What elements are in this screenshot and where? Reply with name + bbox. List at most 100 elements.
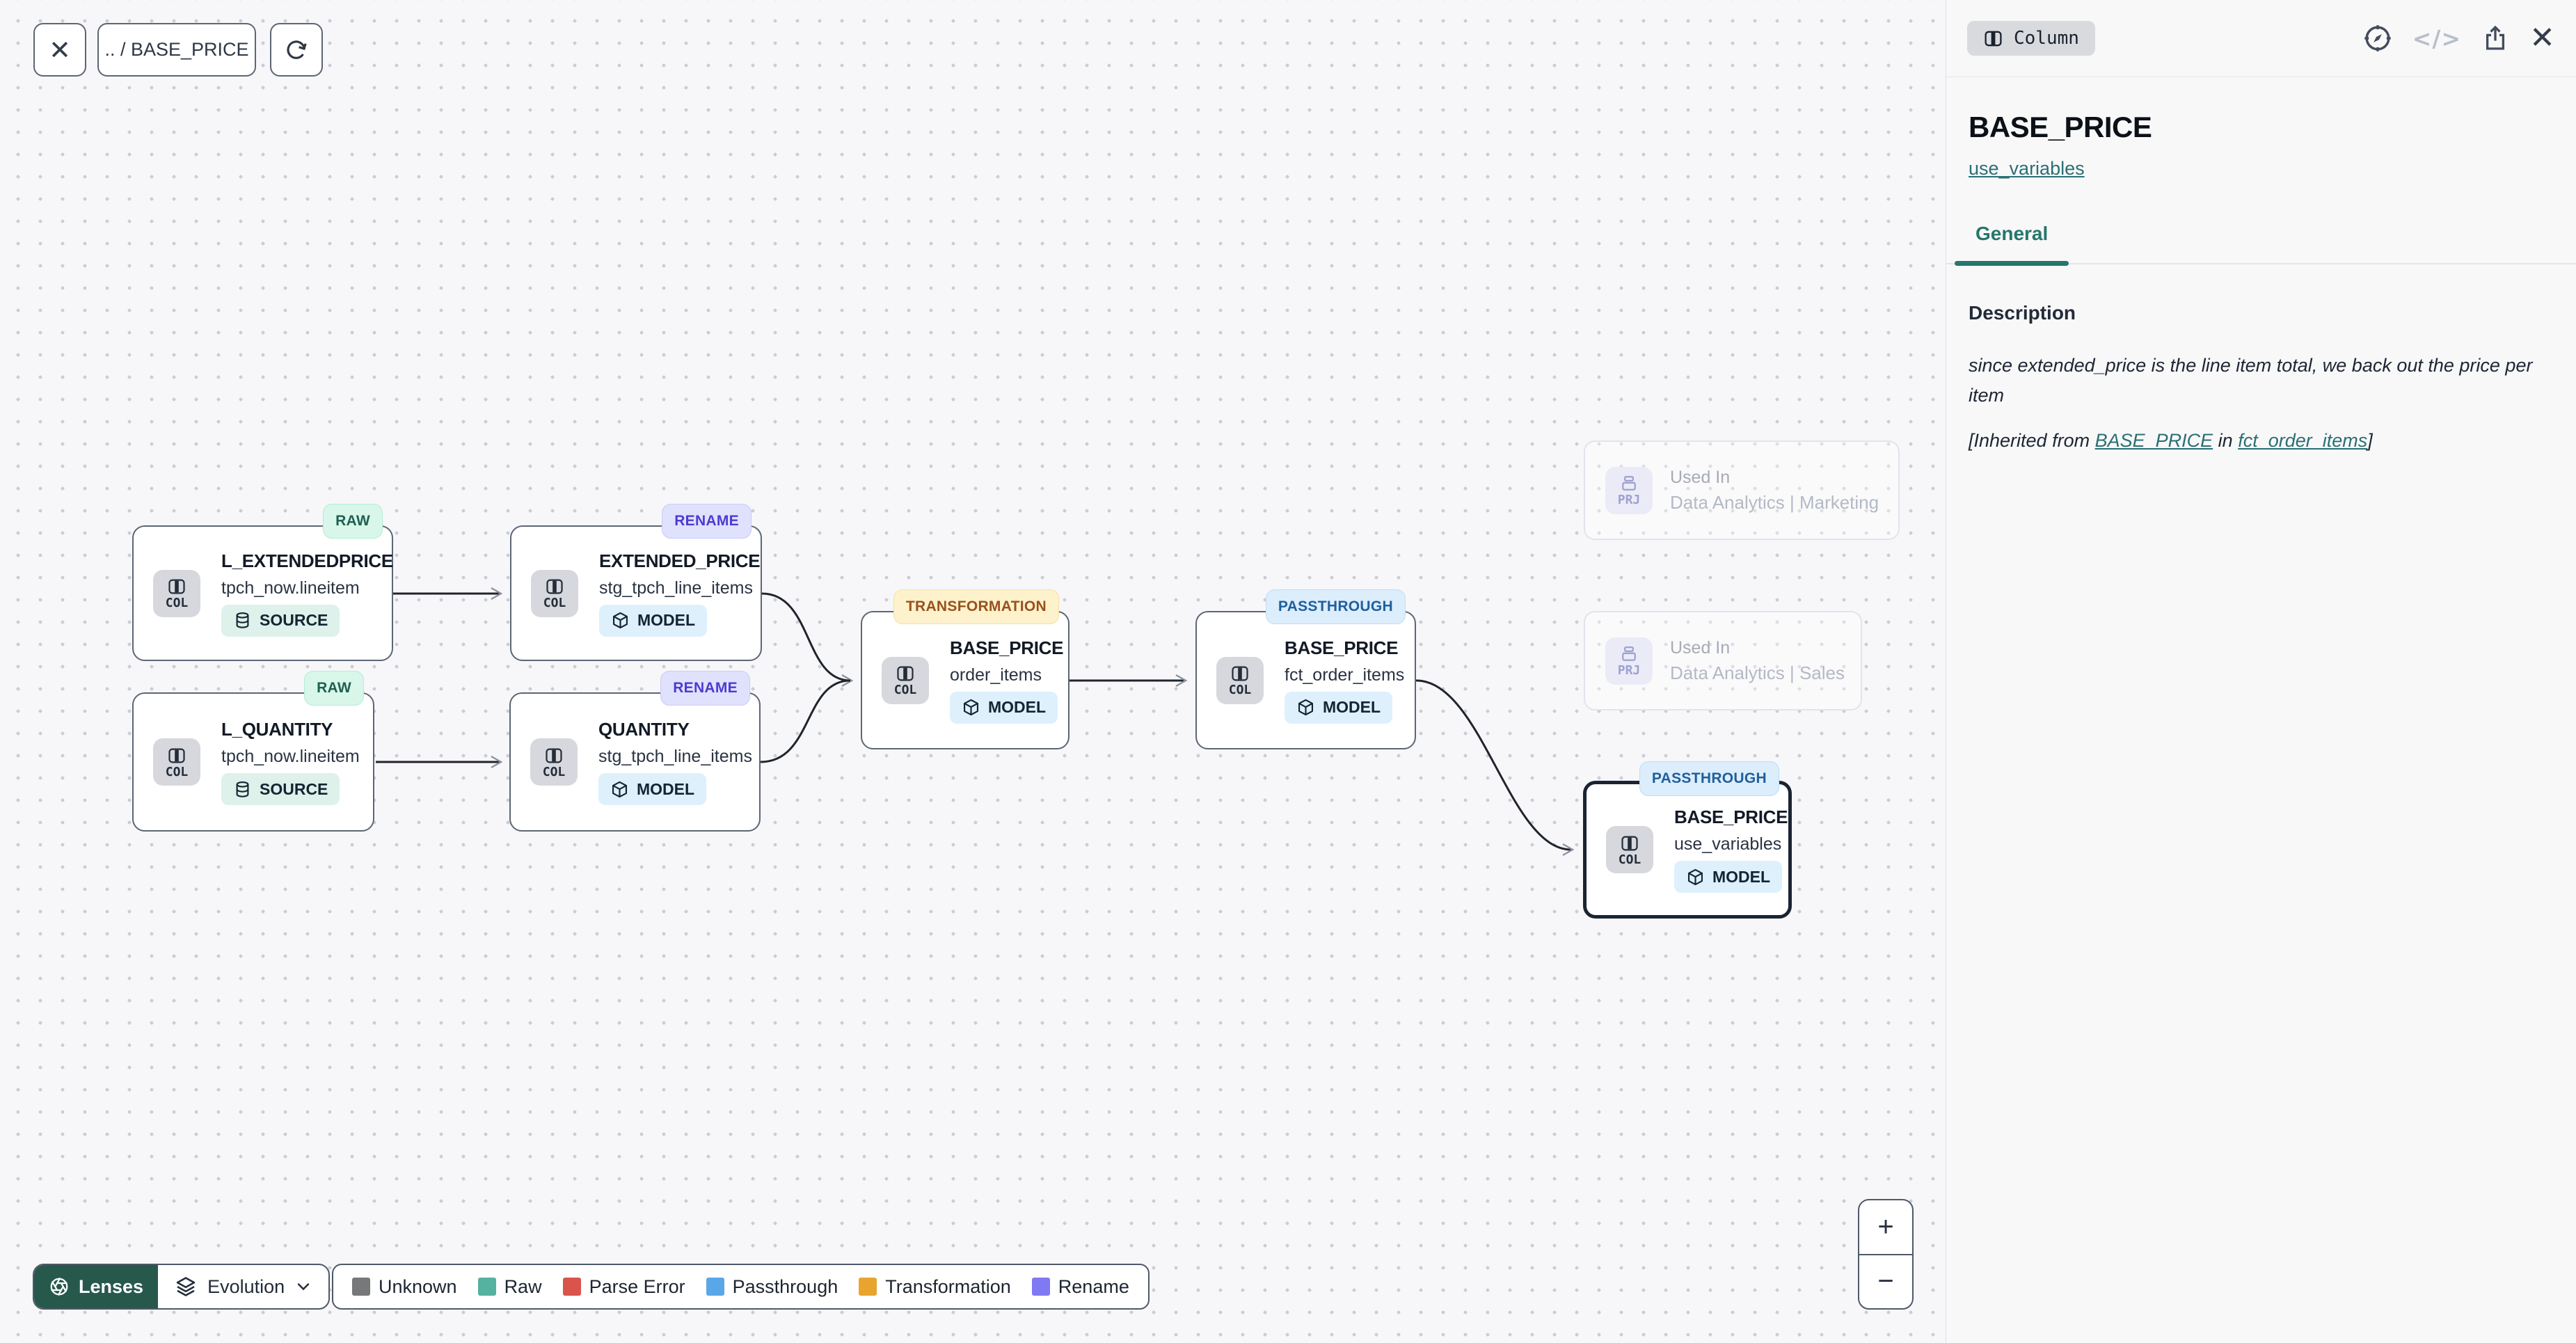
lineage-node-base-price-use-variables[interactable]: PASSTHROUGH COL BASE_PRICE use_variables… <box>1583 781 1792 919</box>
lineage-edge <box>762 594 850 681</box>
legend-item: Raw <box>478 1276 542 1298</box>
lineage-node-quantity[interactable]: RENAME COL QUANTITY stg_tpch_line_items … <box>509 692 761 832</box>
close-icon: ✕ <box>2529 23 2555 54</box>
chevron-down-icon <box>295 1278 312 1295</box>
node-title: QUANTITY <box>598 719 689 740</box>
lineage-node-base-price-order-items[interactable]: TRANSFORMATION COL BASE_PRICE order_item… <box>861 611 1070 749</box>
lineage-node-extended-price[interactable]: RENAME COL EXTENDED_PRICE stg_tpch_line_… <box>510 525 762 661</box>
close-lineage-button[interactable]: ✕ <box>33 23 86 77</box>
lineage-canvas[interactable]: ✕ .. / BASE_PRICE RAW COL L_EXTENDEDPRIC… <box>0 0 1946 1343</box>
project-icon <box>1619 644 1639 664</box>
node-subtitle: order_items <box>950 665 1042 685</box>
zoom-controls: + − <box>1858 1199 1914 1310</box>
code-icon: </> <box>2412 25 2461 52</box>
project-icon <box>1619 474 1639 493</box>
details-panel: Column </> ✕ BASE_PRICE use_variables Ge… <box>1946 0 2576 1343</box>
column-icon <box>167 577 186 596</box>
node-title: L_EXTENDEDPRICE <box>221 550 393 572</box>
database-icon <box>233 611 252 630</box>
legend-item: Transformation <box>859 1276 1011 1298</box>
used-in-node-sales[interactable]: PRJ Used In Data Analytics | Sales <box>1584 611 1862 710</box>
lineage-node-base-price-fct-order-items[interactable]: PASSTHROUGH COL BASE_PRICE fct_order_ite… <box>1195 611 1416 749</box>
node-type-badge: MODEL <box>1674 861 1782 893</box>
column-icon <box>167 746 186 765</box>
column-icon <box>1620 834 1639 853</box>
tab-general[interactable]: General <box>1955 223 2069 263</box>
column-kind-chip: COL <box>531 570 578 617</box>
node-title: BASE_PRICE <box>950 637 1063 659</box>
project-kind-chip: PRJ <box>1605 467 1653 514</box>
column-kind-chip: COL <box>153 570 200 617</box>
legend-swatch <box>706 1278 724 1296</box>
node-type-badge: MODEL <box>599 605 707 637</box>
column-icon <box>545 577 564 596</box>
inherited-model-link[interactable]: fct_order_items <box>2238 430 2367 451</box>
inherited-column-link[interactable]: BASE_PRICE <box>2095 430 2213 451</box>
legend-item: Passthrough <box>706 1276 838 1298</box>
lens-selected-label: Evolution <box>207 1276 285 1298</box>
node-title: BASE_PRICE <box>1285 637 1398 659</box>
aperture-icon <box>49 1276 70 1297</box>
project-kind-chip: PRJ <box>1605 637 1653 685</box>
panel-header: Column </> ✕ <box>1946 0 2576 77</box>
lens-select[interactable]: Evolution <box>158 1265 328 1308</box>
breadcrumb[interactable]: .. / BASE_PRICE <box>97 23 256 77</box>
lineage-node-l-quantity[interactable]: RAW COL L_QUANTITY tpch_now.lineitem SOU… <box>132 692 374 832</box>
package-icon <box>1686 868 1705 887</box>
used-in-label: Used In <box>1670 468 1879 488</box>
share-button[interactable] <box>2481 24 2510 53</box>
minus-icon: − <box>1877 1266 1893 1297</box>
status-badge: RAW <box>323 504 383 539</box>
node-type-badge: MODEL <box>1285 692 1392 724</box>
package-icon <box>611 611 630 630</box>
node-subtitle: stg_tpch_line_items <box>599 578 753 598</box>
package-icon <box>962 698 980 717</box>
status-badge: RAW <box>304 671 364 706</box>
used-in-node-marketing[interactable]: PRJ Used In Data Analytics | Marketing <box>1584 440 1900 540</box>
refresh-button[interactable] <box>270 23 323 77</box>
package-icon <box>1296 698 1315 717</box>
lineage-edge <box>1416 681 1571 850</box>
status-badge: PASSTHROUGH <box>1639 761 1779 796</box>
panel-title: BASE_PRICE <box>1969 111 2554 144</box>
lineage-node-l-extendedprice[interactable]: RAW COL L_EXTENDEDPRICE tpch_now.lineite… <box>132 525 393 661</box>
inherited-note: [Inherited from BASE_PRICE in fct_order_… <box>1969 430 2554 452</box>
status-badge: RENAME <box>662 504 752 539</box>
description-section: Description since extended_price is the … <box>1969 302 2554 452</box>
compass-icon <box>2362 23 2393 54</box>
status-badge: TRANSFORMATION <box>893 589 1059 624</box>
close-icon: ✕ <box>49 37 71 63</box>
column-icon <box>896 664 915 683</box>
node-title: EXTENDED_PRICE <box>599 550 760 572</box>
status-badge: PASSTHROUGH <box>1266 589 1406 624</box>
used-in-label: Used In <box>1670 638 1845 658</box>
node-subtitle: use_variables <box>1674 834 1781 855</box>
view-code-button[interactable]: </> <box>2412 25 2461 52</box>
lenses-label: Lenses <box>79 1276 143 1298</box>
model-link[interactable]: use_variables <box>1969 158 2085 180</box>
legend-swatch <box>352 1278 370 1296</box>
node-type-badge: MODEL <box>598 773 706 805</box>
node-type-badge: SOURCE <box>221 773 340 805</box>
column-kind-chip: COL <box>530 738 578 786</box>
zoom-out-button[interactable]: − <box>1859 1254 1912 1309</box>
share-icon <box>2481 24 2510 53</box>
panel-tabs: General <box>1946 223 2576 264</box>
column-kind-chip: COL <box>1606 826 1653 873</box>
plus-icon: + <box>1877 1211 1893 1243</box>
explore-compass-button[interactable] <box>2362 23 2393 54</box>
status-badge: RENAME <box>660 671 750 706</box>
lenses-button[interactable]: Lenses <box>34 1265 158 1308</box>
column-kind-chip: COL <box>882 657 929 704</box>
node-type-badge: MODEL <box>950 692 1058 724</box>
package-icon <box>610 780 629 799</box>
used-in-value: Data Analytics | Sales <box>1670 662 1845 684</box>
description-text: since extended_price is the line item to… <box>1969 351 2554 411</box>
legend-item: Rename <box>1032 1276 1129 1298</box>
refresh-icon <box>283 37 310 63</box>
node-title: L_QUANTITY <box>221 719 333 740</box>
zoom-in-button[interactable]: + <box>1859 1200 1912 1254</box>
node-type-badge: SOURCE <box>221 605 340 637</box>
lens-legend: Unknown Raw Parse Error Passthrough Tran… <box>332 1264 1150 1310</box>
close-panel-button[interactable]: ✕ <box>2529 23 2555 54</box>
